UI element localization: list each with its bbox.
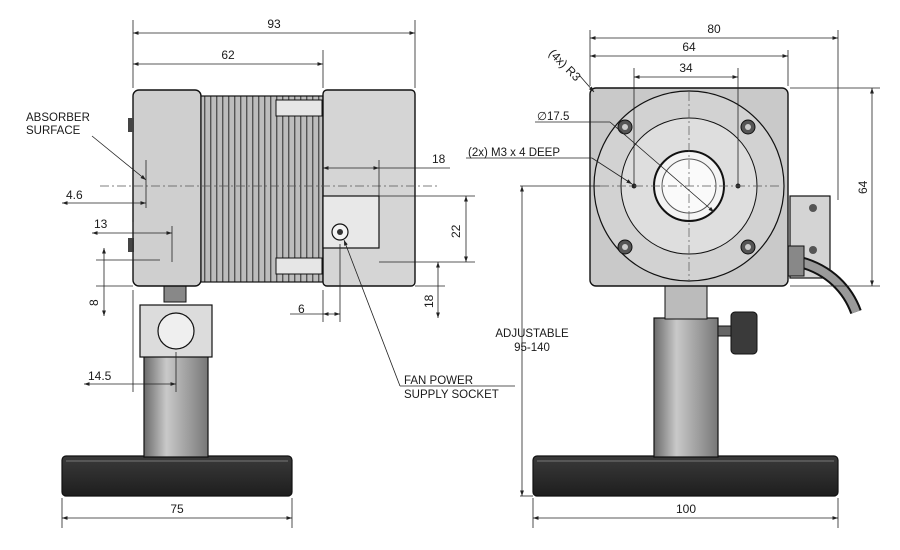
dim-socket-depth: 18 — [432, 152, 446, 166]
front-post — [653, 317, 719, 458]
dim-base-length: 75 — [170, 502, 184, 516]
dim-overall-width: 80 — [707, 22, 721, 36]
dim-overall-length: 93 — [267, 17, 281, 31]
side-front-cap — [132, 89, 202, 287]
dim-threads: (2x) M3 x 4 DEEP — [468, 147, 560, 159]
dim-socket-height: 22 — [449, 224, 463, 238]
side-heatsink — [200, 95, 324, 283]
label-absorber-1: ABSORBER — [26, 112, 90, 124]
dim-base-width: 100 — [676, 502, 696, 516]
dim-height-2: 95-140 — [514, 342, 550, 354]
fan-socket-box — [322, 195, 380, 249]
front-view: 80 64 34 (4x) R3 ∅17.5 (2x) M3 x 4 DEEP … — [466, 22, 880, 528]
dim-height-1: ADJUSTABLE — [495, 328, 569, 340]
dim-corner-radius: (4x) R3 — [546, 46, 584, 84]
dim-socket-width: 6 — [298, 302, 305, 316]
dim-hole-spacing-outer: 64 — [682, 40, 696, 54]
dim-plate-height: 64 — [856, 180, 870, 194]
dim-head-length: 62 — [221, 48, 235, 62]
side-rear-housing — [322, 89, 416, 287]
side-post-hole — [157, 312, 195, 350]
dim-post-offset: 14.5 — [88, 369, 112, 383]
dim-aperture: ∅17.5 — [537, 111, 569, 123]
dim-lower-height: 18 — [422, 294, 436, 308]
side-view: 93 62 ABSORBER SURFACE 4.6 18 22 18 6 — [26, 17, 515, 528]
dim-post-gap: 8 — [87, 299, 101, 306]
label-fan-1: FAN POWER — [404, 375, 473, 387]
dim-hole-spacing-inner: 34 — [679, 61, 693, 75]
front-base — [532, 455, 839, 497]
dim-clamp-offset: 13 — [94, 217, 108, 231]
side-base — [61, 455, 293, 497]
label-fan-2: SUPPLY SOCKET — [404, 389, 499, 401]
label-absorber-2: SURFACE — [26, 125, 81, 137]
dim-absorber-offset: 4.6 — [66, 188, 83, 202]
front-screws — [617, 119, 756, 255]
front-knob — [730, 311, 758, 355]
front-cable — [798, 256, 862, 315]
